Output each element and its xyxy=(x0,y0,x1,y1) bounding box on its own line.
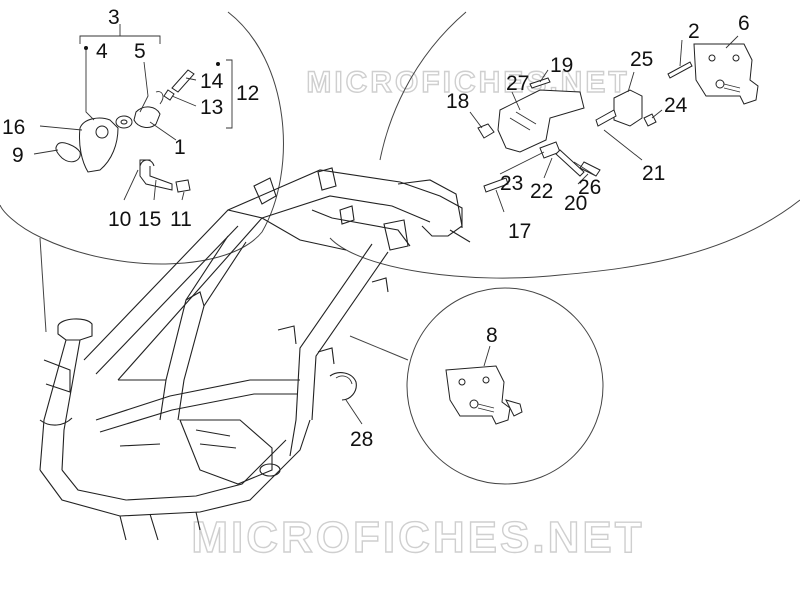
callouts-left: 3 4 5 14 12 13 16 1 9 10 15 11 xyxy=(2,6,259,231)
bubble-lower-pointer xyxy=(349,335,409,361)
callouts-right: 2 6 19 25 27 18 24 21 23 22 26 20 17 xyxy=(446,12,750,243)
callout-23: 23 xyxy=(500,172,523,195)
lock-cylinder-face xyxy=(95,125,109,139)
lower-parts-group xyxy=(445,345,523,425)
head-tube xyxy=(57,318,93,341)
bolt-17 xyxy=(483,177,509,193)
callout-9: 9 xyxy=(12,144,24,167)
actuator-25 xyxy=(613,89,643,127)
right-parts-group xyxy=(469,35,759,213)
callout-22: 22 xyxy=(530,180,553,203)
callouts-main: 28 xyxy=(350,428,373,451)
callout-21: 21 xyxy=(642,162,665,185)
callout-20: 20 xyxy=(564,192,587,215)
callout-4: 4 xyxy=(96,40,108,63)
engine-mount xyxy=(179,419,273,485)
callout-11: 11 xyxy=(170,208,192,231)
callout-18: 18 xyxy=(446,90,469,113)
callout-27: 27 xyxy=(506,72,529,95)
group-bracket-3 xyxy=(79,35,161,44)
callout-17: 17 xyxy=(508,220,531,243)
callout-8: 8 xyxy=(486,324,498,347)
lever-22 xyxy=(539,141,561,159)
callout-16: 16 xyxy=(2,116,25,139)
callout-3: 3 xyxy=(108,6,120,29)
detail-bubble-right-edge xyxy=(379,11,467,161)
callout-5: 5 xyxy=(134,40,146,63)
bolt-10 xyxy=(139,159,155,167)
hinge-plate-6 xyxy=(693,43,759,105)
rod-26 xyxy=(555,149,585,177)
left-parts-group xyxy=(33,24,233,201)
spring-5 xyxy=(155,91,164,105)
callout-10: 10 xyxy=(108,208,131,231)
scooter-frame xyxy=(39,167,471,541)
detail-bubble-lower xyxy=(406,287,604,485)
bolt-19 xyxy=(529,77,551,89)
callout-28: 28 xyxy=(350,428,373,451)
callout-19: 19 xyxy=(550,54,573,77)
bubble-left-pointer xyxy=(39,237,47,333)
nut-13 xyxy=(163,89,175,101)
callout-12: 12 xyxy=(236,82,259,105)
callout-6: 6 xyxy=(738,12,750,35)
detail-bubble-right xyxy=(329,199,800,279)
actuator-rod xyxy=(595,109,617,127)
callout-25: 25 xyxy=(630,48,653,71)
watermark-top: MICROFICHES.NET xyxy=(306,66,629,99)
bolt-14 xyxy=(171,69,195,93)
cam-plate-5 xyxy=(133,106,161,128)
callout-24: 24 xyxy=(664,94,688,117)
callout-14: 14 xyxy=(200,70,224,93)
pin-20 xyxy=(579,161,601,177)
callout-1: 1 xyxy=(174,136,186,159)
lock-cylinder-16 xyxy=(79,117,119,173)
screw-2 xyxy=(667,61,693,79)
callout-15: 15 xyxy=(138,208,161,231)
callouts-lower: 8 xyxy=(486,324,498,347)
callout-13: 13 xyxy=(200,96,223,119)
watermark-bottom: MICROFICHES.NET xyxy=(191,513,644,562)
group-bracket-12 xyxy=(226,59,233,129)
hinge-plate-8 xyxy=(445,365,511,425)
nut-11 xyxy=(175,179,191,193)
clamp-28 xyxy=(329,372,357,401)
callout-26: 26 xyxy=(578,176,601,199)
callout-2: 2 xyxy=(688,20,700,43)
marker-dot-4 xyxy=(84,46,88,50)
retaining-clip-9 xyxy=(55,142,81,163)
latch-bracket-27 xyxy=(497,89,585,153)
marker-dot-14 xyxy=(216,62,220,66)
